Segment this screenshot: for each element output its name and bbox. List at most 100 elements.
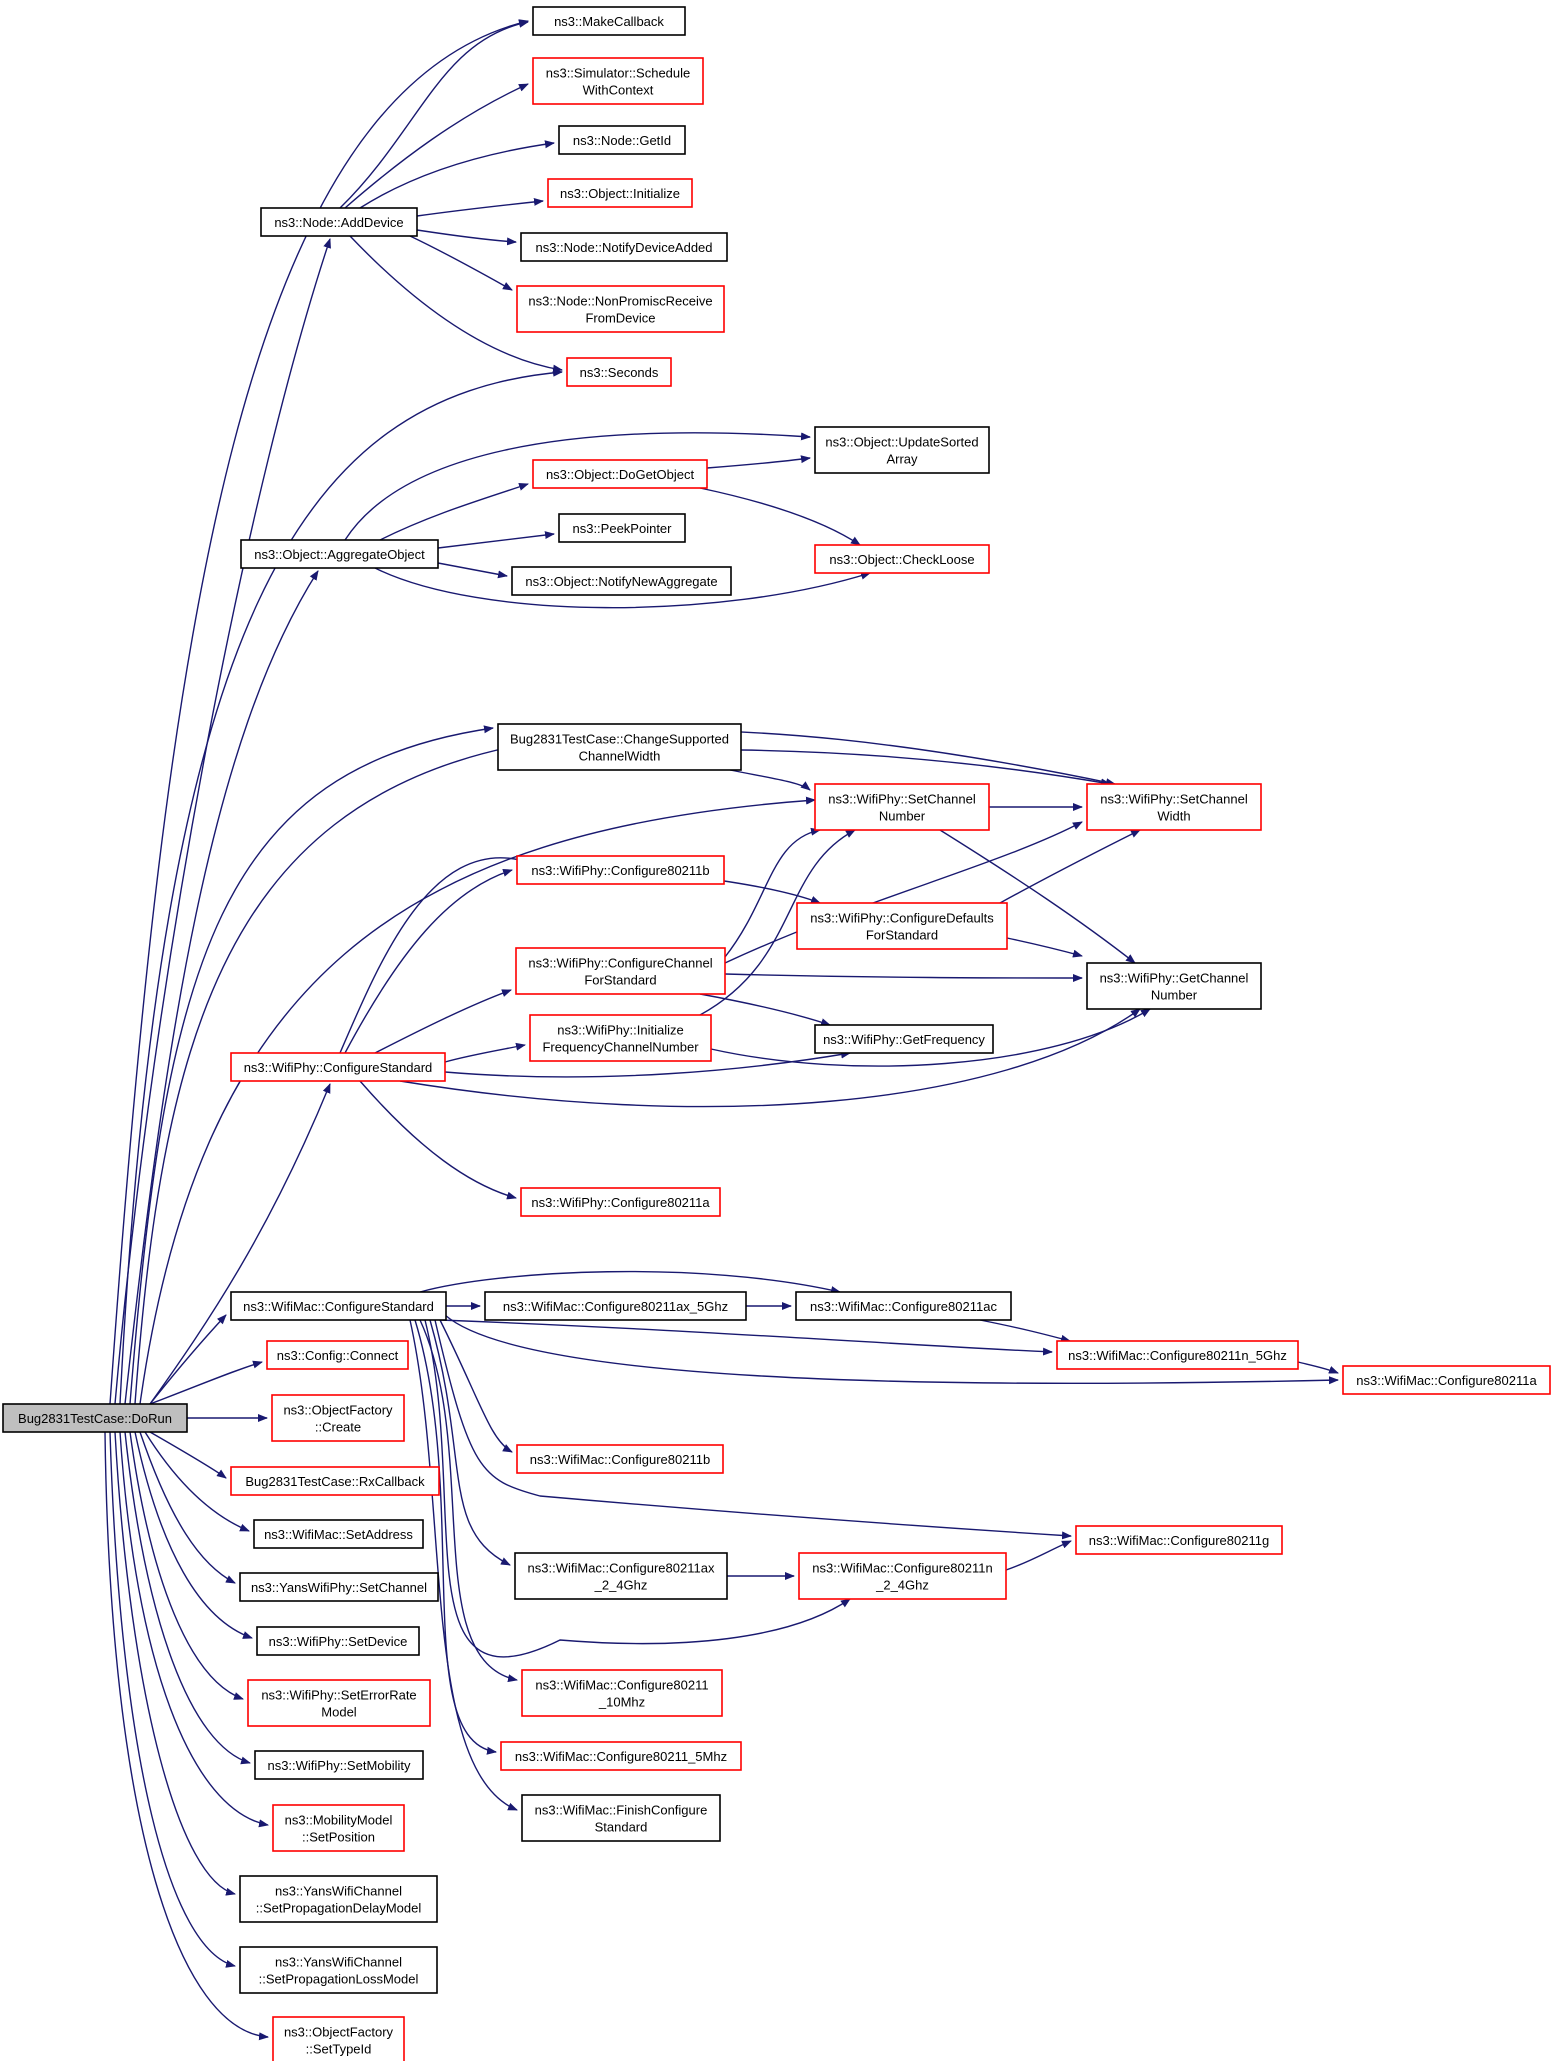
node-label: Bug2831TestCase::DoRun bbox=[18, 1411, 172, 1426]
node-setmobility[interactable]: ns3::WifiPhy::SetMobility bbox=[254, 1750, 424, 1780]
node-dogetobject[interactable]: ns3::Object::DoGetObject bbox=[532, 459, 708, 489]
node-notifydevice[interactable]: ns3::Node::NotifyDeviceAdded bbox=[520, 232, 728, 262]
edge-path bbox=[134, 730, 1116, 1405]
node-box bbox=[558, 513, 686, 543]
node-label: Bug2831TestCase::ChangeSupported bbox=[510, 732, 729, 747]
edge-dorun-to-setdevice bbox=[134, 1431, 253, 1639]
node-mac80211ax24[interactable]: ns3::WifiMac::Configure80211ax_2_4Ghz bbox=[514, 1552, 728, 1600]
edge-path bbox=[119, 1431, 269, 1828]
node-label: ns3::WifiMac::Configure80211ac bbox=[810, 1299, 997, 1314]
node-initialize[interactable]: ns3::Object::Initialize bbox=[547, 178, 693, 208]
node-propdelay[interactable]: ns3::YansWifiChannel::SetPropagationDela… bbox=[239, 1875, 438, 1923]
node-box bbox=[558, 125, 686, 155]
node-notifynewagg[interactable]: ns3::Object::NotifyNewAggregate bbox=[511, 566, 732, 596]
edge-path bbox=[979, 1319, 1071, 1343]
node-mac80211b[interactable]: ns3::WifiMac::Configure80211b bbox=[516, 1444, 724, 1474]
node-box bbox=[1342, 1365, 1551, 1395]
edges-layer bbox=[104, 19, 1339, 2041]
node-yanssetchannel[interactable]: ns3::YansWifiPhy::SetChannel bbox=[239, 1572, 439, 1602]
node-getid[interactable]: ns3::Node::GetId bbox=[558, 125, 686, 155]
node-box bbox=[566, 357, 672, 387]
edge-path bbox=[119, 368, 563, 1405]
edge-dorun-to-phyconfigstd bbox=[149, 1083, 331, 1405]
node-setaddress[interactable]: ns3::WifiMac::SetAddress bbox=[253, 1519, 424, 1549]
node-phy80211a[interactable]: ns3::WifiPhy::Configure80211a bbox=[520, 1187, 721, 1217]
node-setdevice[interactable]: ns3::WifiPhy::SetDevice bbox=[256, 1626, 420, 1656]
node-mac80211n5[interactable]: ns3::WifiMac::Configure80211n_5Ghz bbox=[1056, 1340, 1299, 1370]
node-mac80211n24[interactable]: ns3::WifiMac::Configure80211n_2_4Ghz bbox=[798, 1552, 1007, 1600]
node-mac80211ax5[interactable]: ns3::WifiMac::Configure80211ax_5Ghz bbox=[484, 1291, 747, 1321]
node-configconnect[interactable]: ns3::Config::Connect bbox=[266, 1340, 409, 1370]
edge-dorun-to-setmobility bbox=[124, 1431, 251, 1765]
node-proploss[interactable]: ns3::YansWifiChannel::SetPropagationLoss… bbox=[239, 1946, 438, 1994]
node-ofcreate[interactable]: ns3::ObjectFactory::Create bbox=[271, 1394, 405, 1442]
edge-configdefaults-to-getchannelnumber bbox=[1006, 937, 1083, 958]
node-box bbox=[516, 285, 725, 333]
edge-dorun-to-seconds bbox=[119, 368, 563, 1405]
edge-phyconfigstd-to-phy80211b bbox=[344, 868, 513, 1054]
node-seconds[interactable]: ns3::Seconds bbox=[566, 357, 672, 387]
node-initfreq[interactable]: ns3::WifiPhy::InitializeFrequencyChannel… bbox=[529, 1014, 712, 1062]
node-box bbox=[230, 1052, 446, 1082]
node-label: ns3::WifiPhy::ConfigureStandard bbox=[244, 1060, 433, 1075]
node-mac80211a[interactable]: ns3::WifiMac::Configure80211a bbox=[1342, 1365, 1551, 1395]
node-label: ns3::WifiPhy::ConfigureChannel bbox=[528, 956, 712, 971]
edge-dorun-to-rxcallback bbox=[149, 1431, 227, 1479]
node-peekpointer[interactable]: ns3::PeekPointer bbox=[558, 513, 686, 543]
edge-macconfigstd-to-mac80211n24 bbox=[424, 1319, 851, 1658]
node-label: Number bbox=[879, 809, 926, 824]
edge-path bbox=[424, 1319, 851, 1658]
node-dorun[interactable]: Bug2831TestCase::DoRun bbox=[2, 1403, 188, 1433]
node-box bbox=[532, 459, 708, 489]
node-label: ns3::WifiPhy::Configure80211b bbox=[531, 863, 709, 878]
edge-changesupported-to-setchannelnumber bbox=[729, 769, 811, 791]
edge-path bbox=[437, 562, 508, 579]
node-mac80211g[interactable]: ns3::WifiMac::Configure80211g bbox=[1075, 1525, 1283, 1555]
edge-path bbox=[139, 796, 816, 1405]
node-label: ns3::MobilityModel bbox=[285, 1813, 393, 1828]
node-makecallback[interactable]: ns3::MakeCallback bbox=[532, 6, 686, 36]
node-label: ns3::MakeCallback bbox=[554, 14, 664, 29]
node-settypeid[interactable]: ns3::ObjectFactory::SetTypeId bbox=[272, 2016, 405, 2061]
node-box bbox=[484, 1291, 747, 1321]
edge-path bbox=[409, 235, 513, 291]
edge-path bbox=[144, 1431, 250, 1532]
node-box bbox=[266, 1340, 409, 1370]
node-mac10mhz[interactable]: ns3::WifiMac::Configure80211_10Mhz bbox=[521, 1669, 723, 1717]
node-box bbox=[521, 1794, 721, 1842]
node-rxcallback[interactable]: Bug2831TestCase::RxCallback bbox=[230, 1466, 440, 1496]
node-label: Model bbox=[321, 1705, 357, 1720]
node-getfrequency[interactable]: ns3::WifiPhy::GetFrequency bbox=[814, 1024, 994, 1054]
node-configdefaults[interactable]: ns3::WifiPhy::ConfigureDefaultsForStanda… bbox=[796, 902, 1008, 950]
node-checkloose[interactable]: ns3::Object::CheckLoose bbox=[814, 544, 990, 574]
node-changesupported[interactable]: Bug2831TestCase::ChangeSupportedChannelW… bbox=[497, 723, 742, 771]
edge-dogetobject-to-checkloose bbox=[699, 487, 861, 546]
node-box bbox=[1086, 783, 1262, 831]
edge-dorun-to-setposition bbox=[119, 1431, 269, 1828]
node-aggregate[interactable]: ns3::Object::AggregateObject bbox=[240, 539, 439, 569]
edge-path bbox=[1297, 1361, 1339, 1374]
node-label: FromDevice bbox=[585, 311, 655, 326]
node-mac80211ac[interactable]: ns3::WifiMac::Configure80211ac bbox=[795, 1291, 1012, 1321]
edge-path bbox=[444, 1050, 851, 1078]
node-label: ::SetPropagationDelayModel bbox=[256, 1901, 422, 1916]
edge-path bbox=[114, 1431, 236, 1896]
node-phyconfigstd[interactable]: ns3::WifiPhy::ConfigureStandard bbox=[230, 1052, 446, 1082]
node-phy80211b[interactable]: ns3::WifiPhy::Configure80211b bbox=[516, 855, 725, 885]
node-mac5mhz[interactable]: ns3::WifiMac::Configure80211_5Mhz bbox=[500, 1741, 742, 1771]
node-setposition[interactable]: ns3::MobilityModel::SetPosition bbox=[272, 1804, 405, 1852]
node-adddevice[interactable]: ns3::Node::AddDevice bbox=[260, 207, 418, 237]
node-label: ForStandard bbox=[584, 973, 656, 988]
edge-dorun-to-makecallback bbox=[109, 19, 529, 1405]
node-configchannel[interactable]: ns3::WifiPhy::ConfigureChannelForStandar… bbox=[515, 947, 726, 995]
node-macconfigstd[interactable]: ns3::WifiMac::ConfigureStandard bbox=[230, 1291, 447, 1321]
node-box bbox=[239, 1572, 439, 1602]
